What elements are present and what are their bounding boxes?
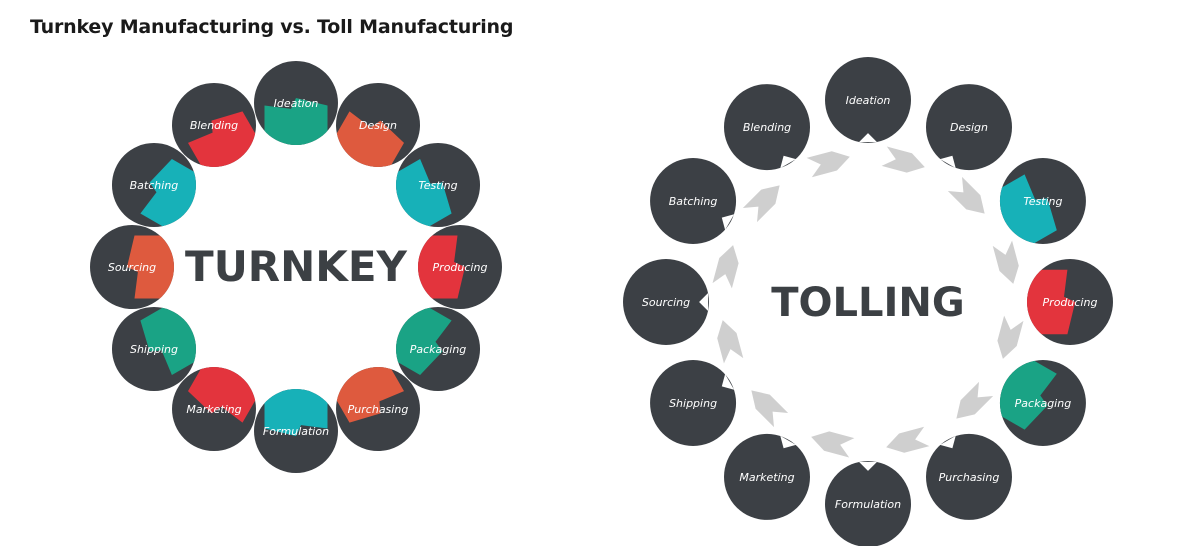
node-notch (780, 435, 796, 449)
node-label: Testing (1023, 195, 1062, 208)
tolling-node-batching: Batching (650, 158, 737, 244)
node-label: Testing (418, 179, 457, 192)
tolling-node-marketing: Marketing (724, 433, 810, 520)
node-label: Sourcing (108, 261, 156, 274)
node-circle (724, 84, 810, 171)
node-label: Batching (130, 179, 179, 192)
node-label: Producing (433, 261, 488, 274)
node-circle (926, 433, 1012, 520)
node-label: Packaging (410, 343, 467, 356)
node-circle (926, 84, 1012, 171)
node-label: Blending (190, 119, 238, 132)
node-label: Marketing (186, 403, 241, 416)
node-accent (264, 98, 328, 145)
cycle-arrow (751, 390, 789, 428)
node-label: Formulation (835, 498, 901, 511)
node-label: Sourcing (642, 296, 690, 309)
node-accent (127, 235, 174, 299)
cycle-arrow (742, 185, 780, 223)
cycle-arrow (881, 146, 925, 173)
turnkey-center-label: TURNKEY (185, 242, 407, 291)
tolling-center-label: TOLLING (771, 280, 964, 326)
node-label: Design (950, 121, 988, 134)
tolling-node-sourcing: Sourcing (623, 259, 709, 345)
node-label: Batching (669, 195, 718, 208)
tolling-cycle: TOLLING IdeationDesignTestingProducingPa… (623, 57, 1113, 546)
cycle-arrow (811, 431, 855, 458)
cycle-arrow (886, 426, 930, 453)
tolling-node-blending: Blending (724, 84, 810, 171)
node-label: Shipping (669, 397, 717, 410)
node-label: Marketing (739, 471, 794, 484)
tolling-arrow-ring (712, 146, 1024, 458)
tolling-node-ideation: Ideation (825, 57, 911, 143)
cycle-arrow (956, 381, 994, 419)
turnkey-cycle: TURNKEY IdeationDesignTestingProducingPa… (90, 61, 502, 473)
node-label: Ideation (846, 94, 891, 107)
page-title: Turnkey Manufacturing vs. Toll Manufactu… (30, 16, 514, 38)
node-label: Formulation (263, 425, 329, 438)
node-label: Shipping (130, 343, 178, 356)
node-notch (859, 133, 877, 143)
node-accent (264, 389, 328, 436)
cycle-arrow (947, 176, 985, 214)
node-notch (721, 214, 735, 230)
cycle-arrow (712, 245, 739, 289)
cycle-arrow (992, 240, 1019, 284)
tolling-node-purchasing: Purchasing (926, 433, 1012, 520)
node-circle (825, 461, 911, 546)
cycle-arrow (997, 315, 1024, 359)
node-notch (699, 293, 709, 311)
turnkey-node-formulation: Formulation (254, 389, 338, 473)
node-circle (825, 57, 911, 143)
cycle-arrow (806, 151, 850, 178)
node-label: Ideation (274, 97, 319, 110)
turnkey-node-producing: Producing (418, 225, 502, 309)
node-notch (859, 461, 877, 471)
node-label: Blending (743, 121, 791, 134)
cycle-arrow (717, 320, 744, 364)
node-circle (724, 433, 810, 520)
node-label: Design (359, 119, 397, 132)
node-circle (650, 360, 737, 446)
node-label: Packaging (1015, 397, 1072, 410)
tolling-node-producing: Producing (1027, 259, 1113, 345)
node-circle (650, 158, 737, 244)
node-circle (623, 259, 709, 345)
turnkey-node-ideation: Ideation (254, 61, 338, 145)
tolling-node-testing: Testing (999, 158, 1086, 244)
node-notch (721, 374, 735, 390)
node-accent (1027, 269, 1076, 335)
turnkey-node-sourcing: Sourcing (90, 225, 174, 309)
node-label: Purchasing (348, 403, 409, 416)
node-notch (940, 155, 956, 169)
tolling-node-shipping: Shipping (650, 360, 737, 446)
node-label: Purchasing (939, 471, 1000, 484)
tolling-node-formulation: Formulation (825, 461, 911, 546)
node-label: Producing (1043, 296, 1098, 309)
node-notch (940, 435, 956, 449)
node-accent (418, 235, 465, 299)
tolling-node-packaging: Packaging (999, 360, 1086, 446)
node-notch (780, 155, 796, 169)
tolling-node-design: Design (926, 84, 1012, 171)
